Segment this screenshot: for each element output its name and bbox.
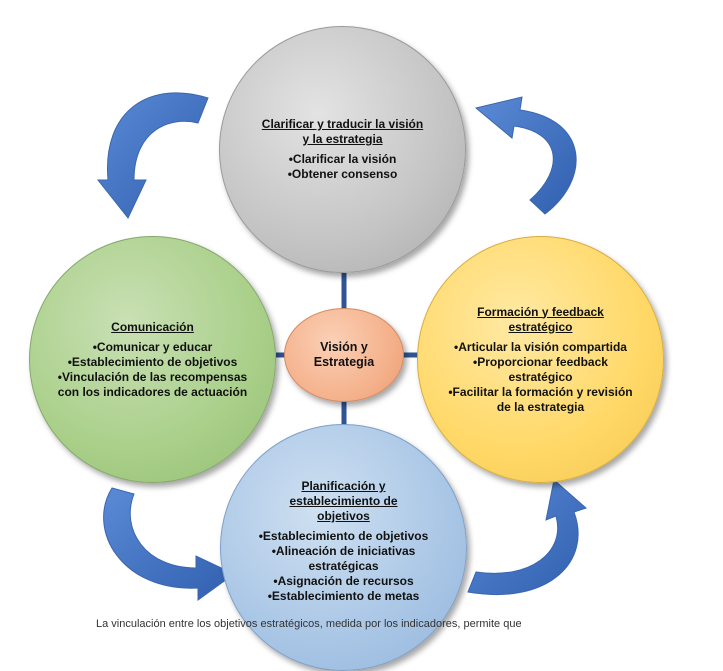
planning-title-line: establecimiento de: [289, 494, 398, 508]
center-label-line: Estrategia: [313, 355, 375, 369]
clarify-bullet: •Obtener consenso: [287, 167, 398, 181]
clarify-title: Clarificar y traducir la visión y la est…: [262, 117, 423, 147]
planning-bullet: •Establecimiento de objetivos: [258, 529, 429, 543]
arrow-bottom-left: [103, 487, 235, 601]
planning-bullet: •Establecimiento de metas: [267, 589, 420, 603]
feedback-title-line: estratégico: [508, 319, 573, 334]
circle-clarify: Clarificar y traducir la visión y la est…: [219, 26, 466, 273]
planning-title-line: Planificación y: [301, 479, 386, 493]
planning-bullet: •Alineación de iniciativas estratégicas: [271, 544, 416, 573]
planning-bullet: •Asignación de recursos: [273, 574, 414, 588]
communication-title: Comunicación: [111, 319, 194, 334]
circle-vision-strategy: Visión y Estrategia: [284, 308, 404, 402]
feedback-bullet: •Articular la visión compartida: [454, 339, 627, 354]
communication-bullet: •Comunicar y educar: [92, 339, 213, 354]
circle-planning: Planificación y establecimiento de objet…: [220, 424, 467, 671]
arrow-top-left: [96, 92, 209, 219]
feedback-title-line: Formación y feedback: [477, 304, 604, 319]
center-label-line: Visión y: [320, 340, 368, 354]
circle-communication: Comunicación •Comunicar y educar •Establ…: [29, 236, 276, 483]
caption-text: La vinculación entre los objetivos estra…: [96, 618, 522, 630]
planning-title-line: objetivos: [317, 509, 370, 523]
communication-bullet: •Vinculación de las recompensas con los …: [57, 369, 248, 399]
feedback-title: Formación y feedback estratégico: [477, 305, 604, 335]
diagram-canvas: [96, 92, 587, 601]
clarify-title-line: y la estrategia: [302, 132, 383, 146]
arrow-top-right: [474, 96, 577, 215]
planning-title: Planificación y establecimiento de objet…: [289, 479, 397, 524]
communication-bullet: •Establecimiento de objetivos: [67, 354, 238, 369]
feedback-bullet: •Facilitar la formación y revisión de la…: [448, 384, 633, 414]
arrow-bottom-right: [467, 479, 587, 596]
feedback-bullet: •Proporcionar feedback estratégico: [473, 354, 608, 384]
clarify-title-line: Clarificar y traducir la visión: [261, 117, 424, 131]
circle-feedback: Formación y feedback estratégico •Articu…: [417, 236, 664, 483]
clarify-bullet: •Clarificar la visión: [288, 152, 397, 166]
